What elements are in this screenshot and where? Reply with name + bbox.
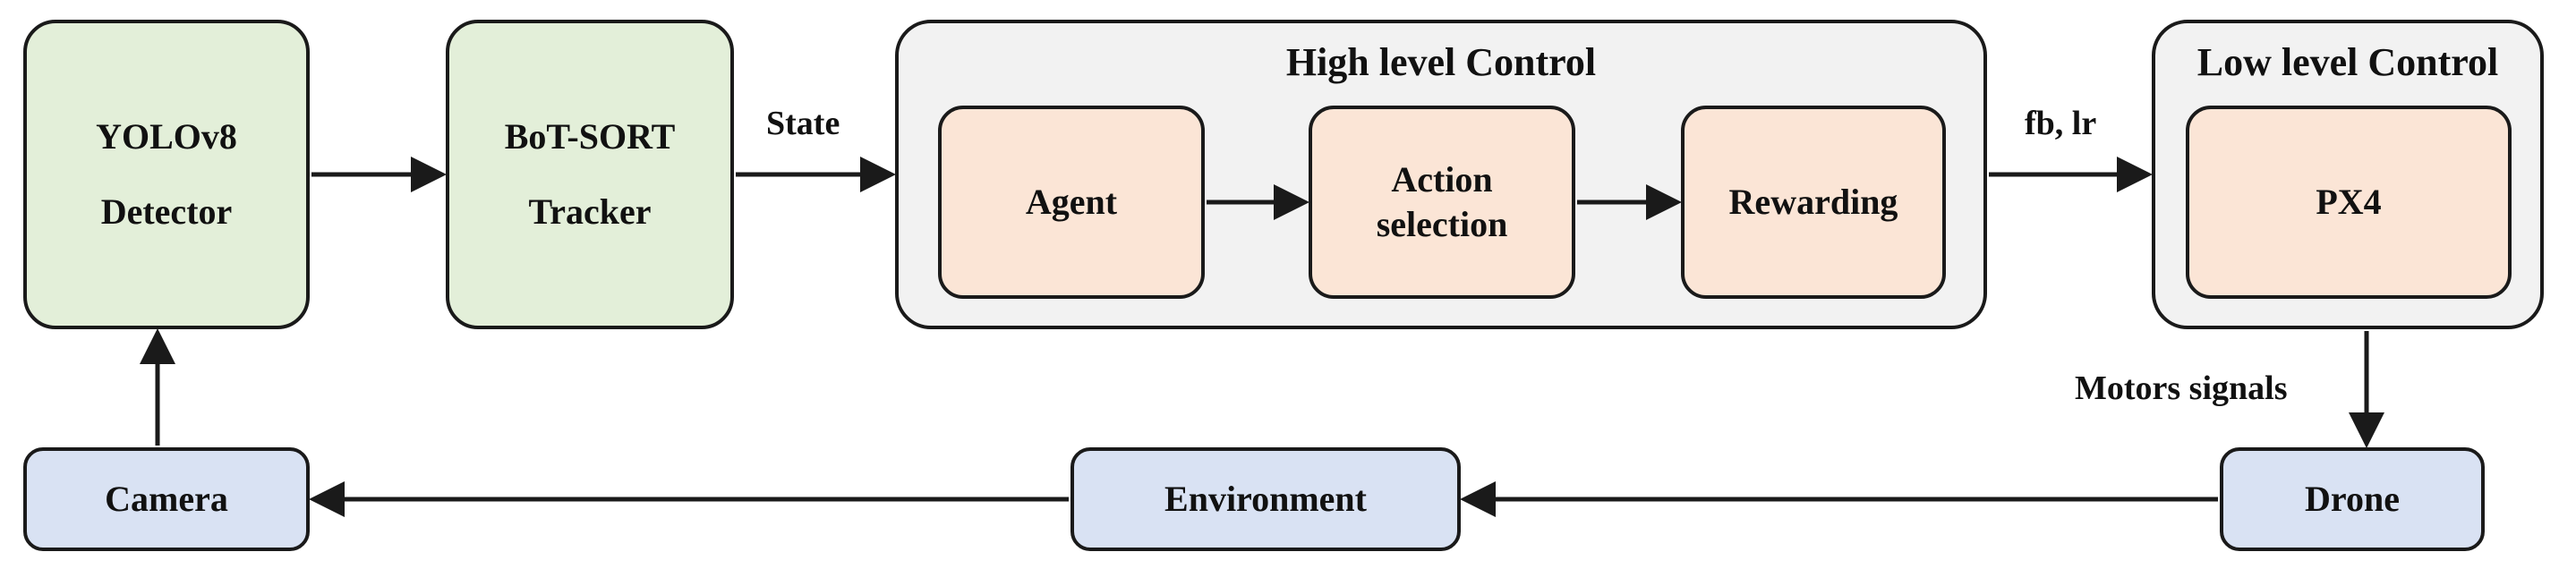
environment-label: Environment	[1164, 479, 1367, 519]
yolov8-detector-node: YOLOv8 Detector	[23, 20, 310, 329]
rewarding-label: Rewarding	[1728, 182, 1898, 222]
rewarding-node: Rewarding	[1681, 106, 1946, 299]
high-level-control-title: High level Control	[1285, 40, 1597, 84]
drone-label: Drone	[2305, 479, 2400, 519]
yolov8-label: YOLOv8	[96, 116, 237, 157]
action-label: Action	[1391, 159, 1493, 200]
px4-label: PX4	[2316, 182, 2382, 222]
motors-signals-edge-label: Motors signals	[2075, 369, 2288, 407]
agent-node: Agent	[938, 106, 1205, 299]
detector-label: Detector	[100, 191, 233, 232]
low-level-control-title: Low level Control	[2196, 40, 2499, 84]
state-edge-label: State	[766, 105, 840, 142]
action-selection-node: Action selection	[1309, 106, 1575, 299]
tracker-label: Tracker	[528, 191, 652, 232]
selection-label: selection	[1376, 204, 1508, 244]
botsort-tracker-node: BoT-SORT Tracker	[446, 20, 734, 329]
camera-label: Camera	[105, 479, 228, 519]
environment-node: Environment	[1070, 447, 1461, 551]
botsort-label: BoT-SORT	[504, 116, 676, 157]
drone-node: Drone	[2220, 447, 2485, 551]
px4-node: PX4	[2186, 106, 2512, 299]
agent-label: Agent	[1025, 182, 1118, 222]
fb-lr-edge-label: fb, lr	[2025, 105, 2097, 142]
camera-node: Camera	[23, 447, 310, 551]
